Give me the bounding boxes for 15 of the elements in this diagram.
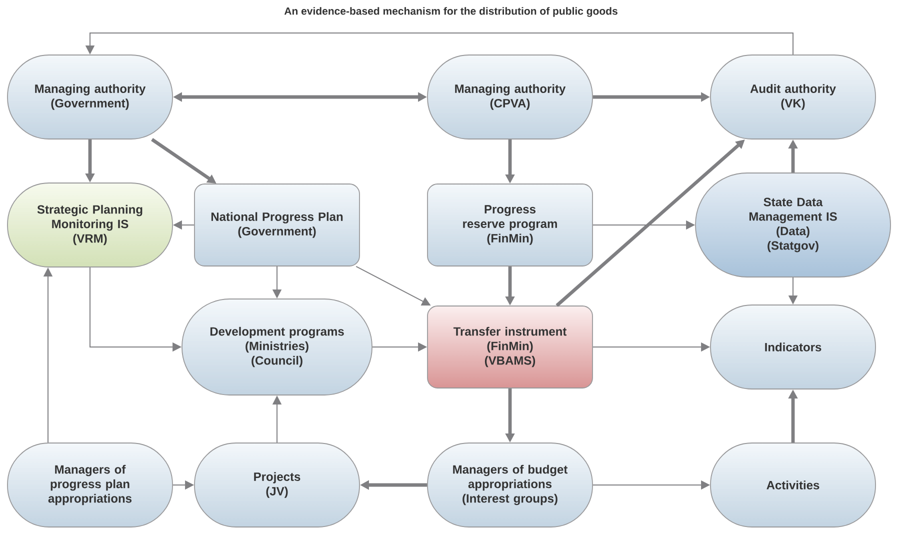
rounded-box: Audit authority (VK) — [710, 54, 876, 140]
process-box: Transfer instrument (FinMin) (VBAMS) — [427, 306, 593, 388]
rounded-box: Indicators — [710, 304, 876, 390]
rounded-box: Managers of progress plan appropriations — [7, 442, 173, 528]
rounded-box: Managing authority (CPVA) — [427, 54, 593, 140]
title: An evidence-based mechanism for the distribution of public goods — [284, 7, 618, 17]
rounded-box: State Data Management IS (Data) (Statgov) — [695, 172, 891, 278]
rounded-box: Managing authority (Government) — [7, 54, 173, 140]
rounded-box: Activities — [710, 442, 876, 528]
rounded-box: Development programs (Ministries) (Council) — [182, 298, 372, 396]
rounded-box: Strategic Planning Monitoring IS (VRM) — [7, 182, 173, 268]
rounded-box: Projects (JV) — [194, 442, 360, 528]
rounded-box: Managers of budget appropriations (Interest groups) — [427, 442, 593, 528]
process-box: National Progress Plan (Government) — [194, 184, 360, 266]
process-box: Progress reserve program (FinMin) — [427, 184, 593, 266]
